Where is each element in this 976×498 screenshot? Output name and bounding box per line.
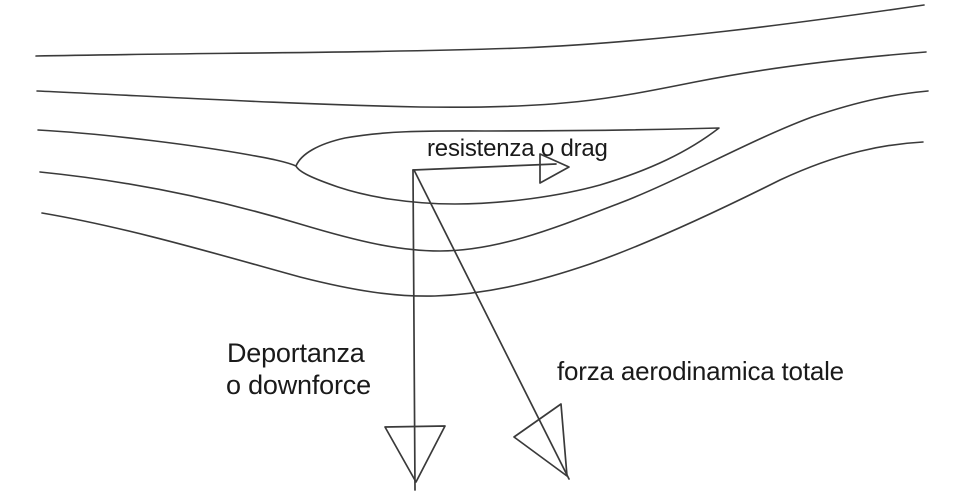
drag-arrow-shaft xyxy=(412,163,557,171)
streamlines xyxy=(35,4,929,297)
airfoil-profile xyxy=(295,127,720,205)
total-force-arrow-head xyxy=(513,403,568,477)
downforce-label-line1: Deportanza xyxy=(227,338,366,368)
downforce-arrow-head xyxy=(384,425,446,483)
drag-label: resistenza o drag xyxy=(427,135,608,162)
total-force-arrow-shaft xyxy=(413,169,570,480)
streamline-1 xyxy=(35,4,925,57)
streamline-2 xyxy=(36,51,927,109)
streamline-4 xyxy=(39,90,929,252)
drag-arrow-head xyxy=(539,153,570,184)
total-force-label: forza aerodinamica totale xyxy=(557,356,844,386)
force-arrows xyxy=(384,153,570,491)
streamline-5 xyxy=(41,141,924,297)
downforce-arrow-shaft xyxy=(412,169,416,491)
downforce-label-line2: o downforce xyxy=(226,370,371,400)
streamline-3 xyxy=(37,129,297,167)
labels: resistenza o drag Deportanza o downforce… xyxy=(226,135,844,400)
